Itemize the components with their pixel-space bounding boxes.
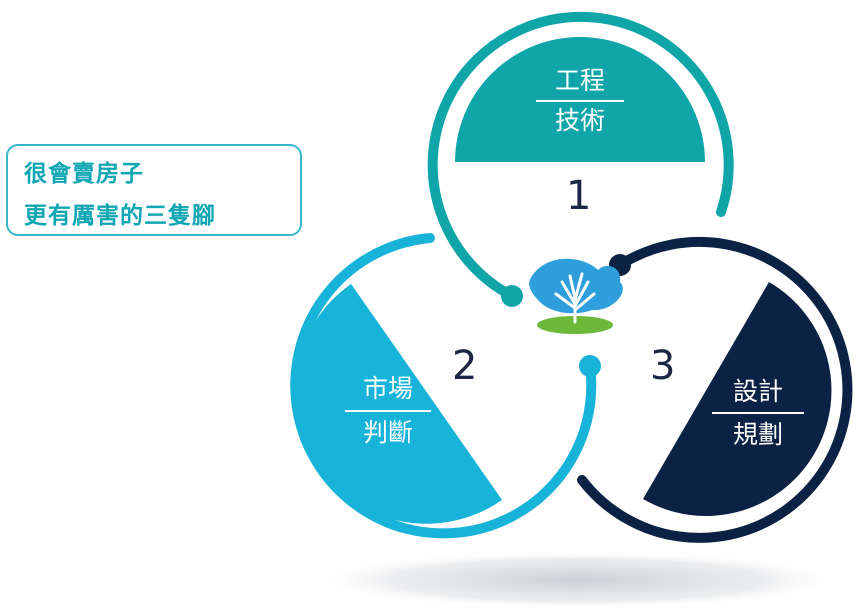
segment-1-arc	[427, 11, 734, 301]
floor-shadow	[310, 550, 846, 610]
segment-2-arc	[290, 233, 597, 539]
segment-2-divider	[345, 410, 431, 412]
segment-1-divider	[536, 100, 624, 102]
segment-1-fill	[455, 37, 705, 162]
segment-2-fill-body	[294, 284, 502, 524]
segment-2-dot	[579, 355, 601, 377]
tagline-callout: 很會賣房子 更有厲害的三隻腳	[6, 144, 302, 236]
segment-1-dot	[501, 285, 523, 307]
segment-3-divider	[712, 412, 804, 414]
segment-2-bottom-label: 判斷	[362, 418, 413, 447]
segment-1-bottom-label: 技術	[554, 106, 605, 135]
segment-2-number: 2	[452, 343, 478, 389]
segment-3-fill	[643, 282, 832, 516]
tree-leaf-logo-icon	[529, 258, 623, 334]
segment-3-bottom-label: 規劃	[732, 420, 783, 449]
tagline-line-2: 更有厲害的三隻腳	[24, 203, 216, 229]
tagline-line-1: 很會賣房子	[24, 161, 144, 187]
segment-1-number: 1	[566, 173, 592, 219]
segment-2-top-label: 市場	[362, 374, 413, 403]
segment-1-top-label: 工程	[554, 66, 605, 95]
segment-3-arc	[577, 236, 853, 543]
segment-3-number: 3	[650, 343, 676, 389]
segment-3-top-label: 設計	[732, 377, 783, 406]
